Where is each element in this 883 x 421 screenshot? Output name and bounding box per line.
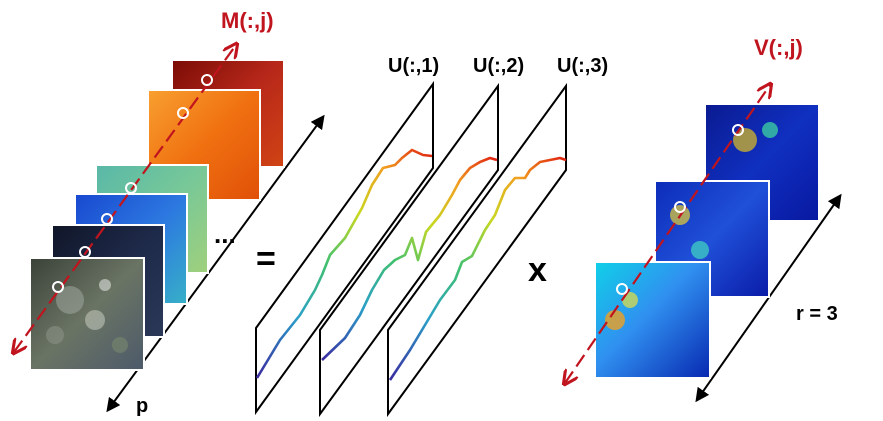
u2-label: U(:,2) (473, 55, 524, 77)
spectrum-curve-u1 (255, 148, 433, 379)
hyperspectral-band-stack: ... M(:,j) p (14, 8, 325, 417)
u1-label: U(:,1) (388, 55, 439, 77)
spectrum-curve-u2 (321, 156, 498, 361)
spectrum-curve-u3 (388, 156, 567, 381)
u3-label: U(:,3) (557, 55, 608, 77)
spectra-curves (255, 148, 567, 381)
v-column-label: V(:,j) (754, 35, 803, 60)
m-column-label: M(:,j) (221, 8, 274, 33)
abundance-pixel-markers (616, 124, 744, 295)
spectrum-frame-u2 (319, 82, 499, 418)
pixel-markers (52, 74, 213, 293)
abundance-map-stack: V(:,j) r = 3 (565, 35, 842, 403)
spectra-frames (255, 80, 567, 418)
ellipsis-mark: ... (214, 219, 236, 249)
r-axis-label: r = 3 (796, 303, 838, 325)
equals-sign: = (256, 240, 276, 278)
pixel-spectrum-arrow (14, 45, 236, 352)
multiply-sign: x (528, 251, 547, 289)
p-axis-label: p (136, 395, 148, 417)
